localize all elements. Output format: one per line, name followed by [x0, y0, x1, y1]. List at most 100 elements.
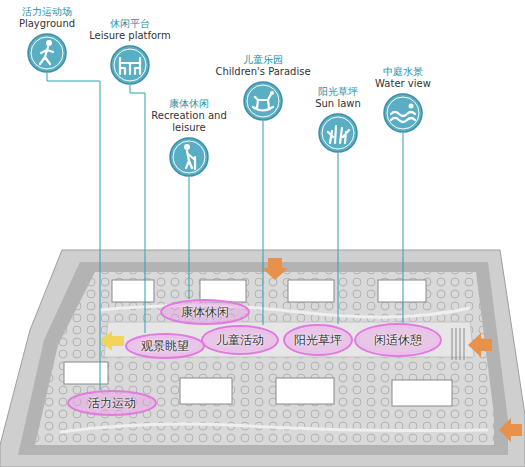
icon-ring	[322, 117, 354, 149]
icon-disc	[111, 46, 149, 84]
entrance-arrow	[468, 333, 492, 357]
callout-subtitle: Children's Paradise	[214, 66, 312, 78]
building	[288, 280, 334, 302]
zone-outline	[68, 391, 156, 415]
zone-label: 闲适休憩	[374, 333, 422, 347]
zone-glow	[165, 303, 245, 321]
zone-label: 儿童活动	[216, 333, 264, 347]
icon-disc	[170, 138, 208, 176]
feature-icon	[27, 33, 67, 73]
zone-outline	[355, 324, 441, 356]
zone-label: 活力运动	[88, 396, 136, 410]
icon-ring	[387, 97, 419, 129]
callout-title: 休闲平台	[88, 18, 172, 30]
feature-icon	[318, 113, 358, 153]
leader-line	[130, 85, 145, 333]
plan-detail	[460, 328, 461, 360]
leader-line	[263, 121, 264, 325]
icon-figure	[253, 94, 273, 111]
icon-ring	[173, 141, 205, 173]
zone-glow	[130, 337, 200, 355]
icon-ring	[114, 49, 146, 81]
plan-detail	[456, 328, 457, 360]
feature-callout: 中庭水景Water view	[363, 66, 443, 133]
feature-callout: 儿童乐园Children's Paradise	[214, 54, 312, 121]
zone-outline	[284, 325, 352, 355]
icon-figure	[328, 126, 349, 143]
building	[378, 280, 426, 302]
walkway	[60, 424, 488, 432]
zone-outline	[202, 326, 278, 354]
zone-glow	[359, 327, 437, 353]
callout-title: 阳光草坪	[298, 86, 378, 98]
icon-figure	[40, 47, 53, 64]
callout-title: 中庭水景	[363, 66, 443, 78]
icon-figure	[391, 112, 415, 122]
zone-label: 阳光草坪	[294, 333, 342, 347]
icon-disc	[28, 34, 66, 72]
zone-glow	[288, 328, 348, 352]
entrance-arrow	[499, 418, 522, 442]
callout-subtitle: Sun lawn	[298, 98, 378, 110]
landscape-area	[35, 272, 494, 445]
building	[112, 280, 154, 302]
building	[200, 280, 246, 302]
view-arrow	[100, 331, 124, 351]
callout-subtitle: Leisure platform	[88, 30, 172, 42]
icon-figure	[186, 151, 195, 169]
leader-line	[403, 133, 404, 323]
feature-icon	[110, 45, 150, 85]
building	[392, 380, 452, 406]
activity-zone: 闲适休憩	[354, 323, 442, 357]
zone-outline	[126, 334, 204, 358]
callout-title: 活力运动场	[6, 6, 88, 18]
icon-figure	[409, 104, 414, 109]
walkway	[100, 305, 470, 317]
feature-callout: 活力运动场Playground	[6, 6, 88, 73]
callout-title: 儿童乐园	[214, 54, 312, 66]
feature-icon	[383, 93, 423, 133]
central-axis	[104, 322, 474, 357]
building	[64, 362, 108, 384]
icon-figure	[46, 40, 52, 46]
stairs	[452, 328, 464, 360]
icon-disc	[384, 94, 422, 132]
icon-disc	[319, 114, 357, 152]
icon-figure	[270, 91, 274, 95]
building	[276, 378, 334, 404]
feature-callout: 休闲平台Leisure platform	[88, 18, 172, 85]
activity-zone: 康体休闲	[160, 299, 250, 325]
activity-zone: 儿童活动	[201, 325, 279, 355]
feature-icon	[243, 81, 283, 121]
callout-subtitle: Recreation and leisure	[146, 110, 232, 134]
zone-outline	[161, 300, 249, 324]
buildings	[64, 280, 452, 406]
icon-disc	[244, 82, 282, 120]
icon-ring	[31, 37, 63, 69]
zone-glow	[206, 329, 274, 351]
feature-callout: 康体休闲Recreation and leisure	[146, 98, 232, 177]
activity-zone: 活力运动	[67, 390, 157, 416]
leader-line	[338, 153, 339, 324]
entrance-arrow	[262, 258, 288, 280]
activity-zone: 观景眺望	[125, 333, 205, 359]
callout-subtitle: Playground	[6, 18, 88, 30]
zone-label: 康体休闲	[181, 305, 229, 319]
plan-detail	[464, 328, 465, 360]
callout-subtitle: Water view	[363, 78, 443, 90]
leader-line	[47, 73, 100, 390]
callout-title: 康体休闲	[146, 98, 232, 110]
feature-icon	[169, 137, 209, 177]
leader-line	[189, 177, 190, 299]
zone-label: 观景眺望	[141, 339, 189, 353]
building	[180, 378, 232, 404]
activity-zone: 阳光草坪	[283, 324, 353, 356]
feature-callout: 阳光草坪Sun lawn	[298, 86, 378, 153]
zone-glow	[72, 394, 152, 412]
plan-detail	[452, 328, 453, 360]
icon-figure	[120, 58, 140, 74]
icon-figure	[184, 144, 190, 150]
icon-ring	[247, 85, 279, 117]
